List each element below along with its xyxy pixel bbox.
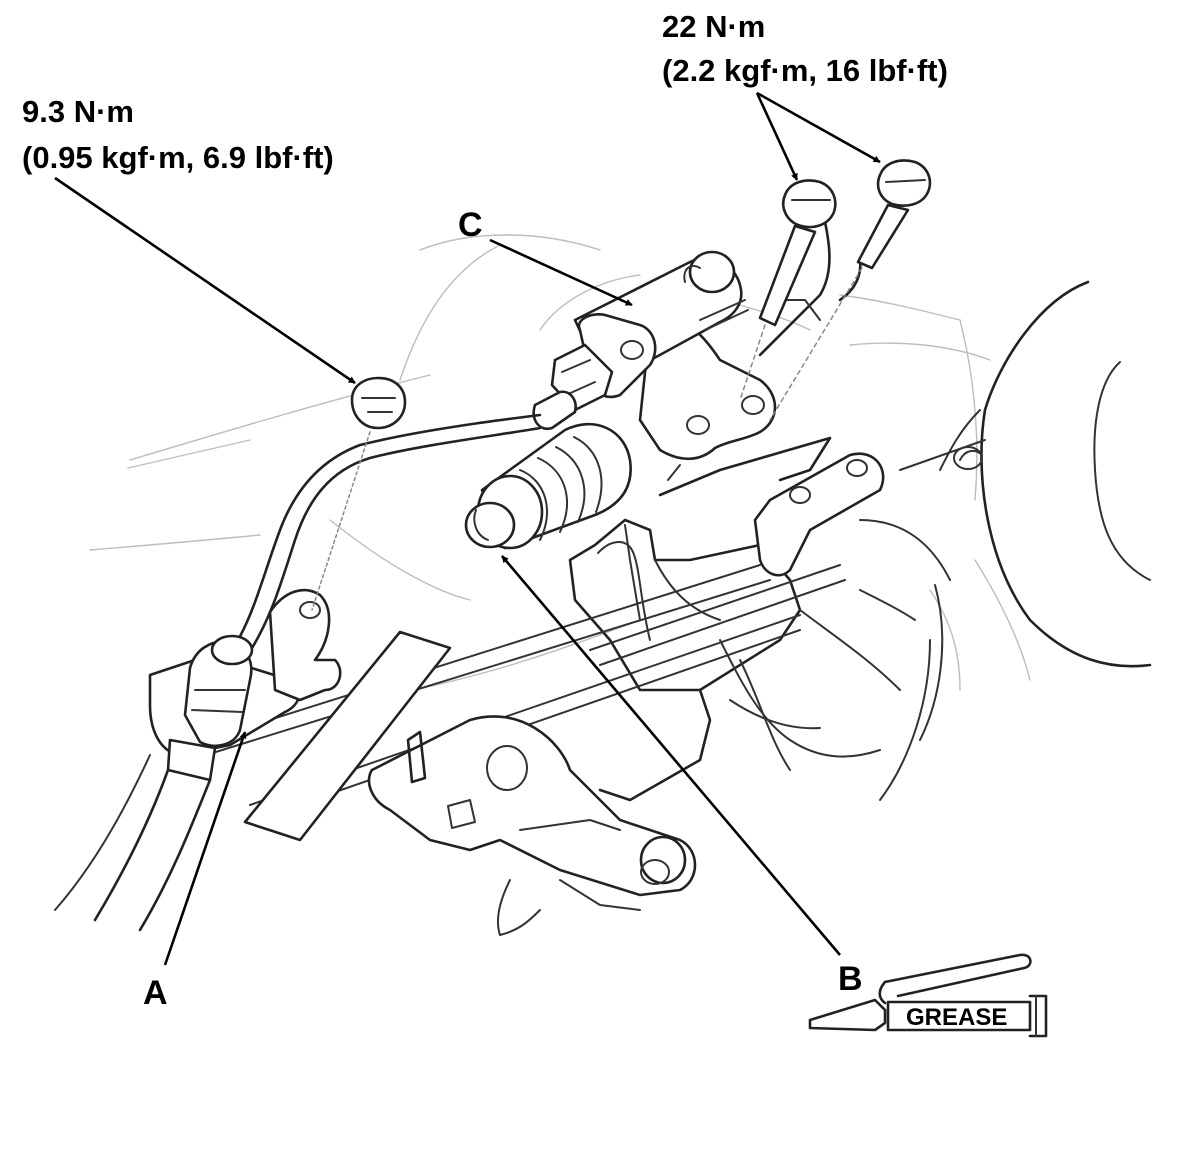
bell-housing	[859, 280, 1152, 801]
callout-a: A	[143, 974, 168, 1012]
grease-symbol-text: GREASE	[906, 1004, 1007, 1031]
bracket-bolt-1	[739, 179, 837, 401]
callout-b: B	[838, 960, 863, 998]
transmission-case	[568, 518, 901, 802]
torque-label-mount-bolts-conversion: (2.2 kgf·m, 16 lbf·ft)	[662, 53, 948, 88]
slave-cylinder	[464, 250, 749, 550]
torque-label-pipe-bolt: 9.3 N·m	[22, 94, 134, 129]
torque-label-pipe-bolt-conversion: (0.95 kgf·m, 6.9 lbf·ft)	[22, 140, 334, 175]
lower-bracket	[367, 715, 697, 936]
callout-c: C	[458, 206, 483, 244]
pipe-bracket-bolt	[311, 376, 407, 611]
grease-gun-icon: GREASE	[808, 953, 1048, 1038]
transmission-background	[89, 234, 1031, 701]
clutch-line	[54, 413, 542, 932]
mount-bracket	[638, 198, 885, 577]
bracket-bolt-2	[769, 159, 932, 421]
leader-lines	[54, 91, 881, 966]
shield-plate	[243, 630, 452, 842]
torque-label-mount-bolts: 22 N·m	[662, 9, 765, 44]
